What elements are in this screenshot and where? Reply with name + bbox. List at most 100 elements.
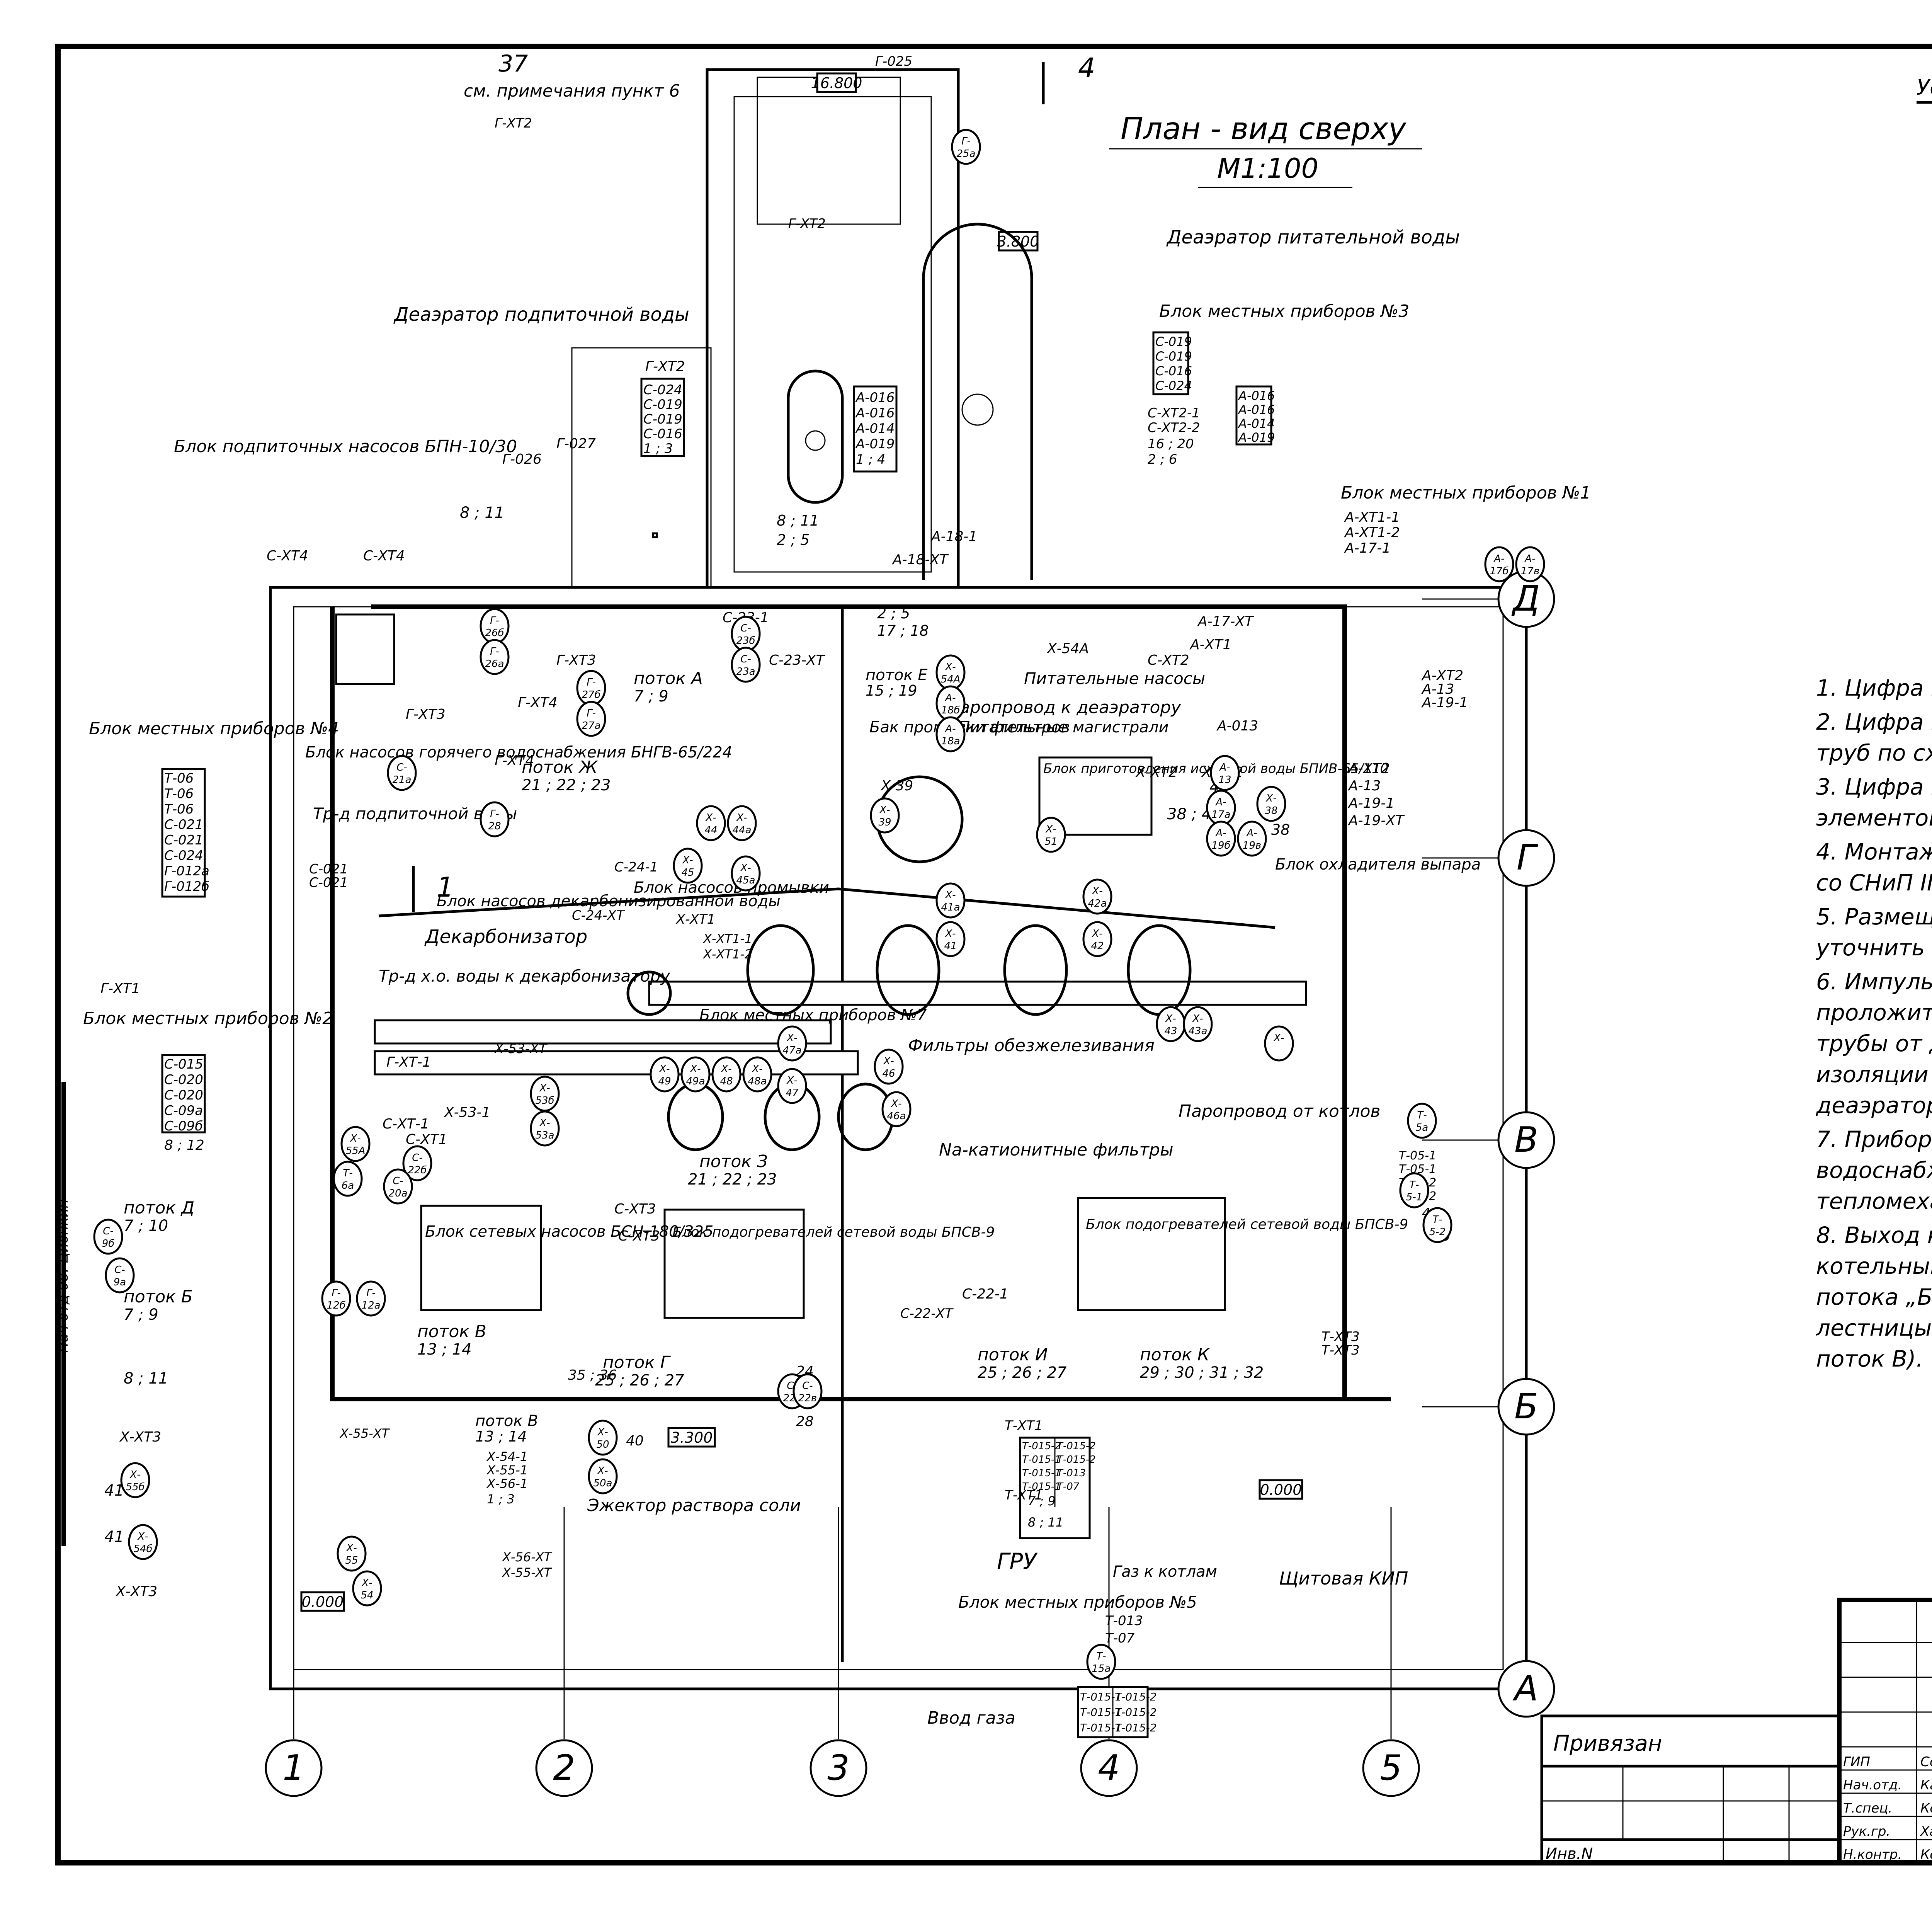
svg-text:Паропровод к деаэратору: Паропровод к деаэратору: [947, 698, 1181, 717]
svg-text:Х-: Х-: [890, 1098, 901, 1110]
svg-text:2: 2: [553, 1748, 575, 1788]
svg-text:8 ; 11: 8 ; 11: [777, 512, 819, 529]
position-bubble: Г-25а: [951, 129, 981, 165]
position-bubble: Х-55: [337, 1535, 367, 1572]
svg-text:А-: А-: [1215, 827, 1226, 839]
position-bubble: С-21а: [387, 755, 417, 791]
svg-text:Г-: Г-: [587, 708, 596, 719]
svg-text:Рук.гр.: Рук.гр.: [1843, 1824, 1890, 1839]
svg-text:С-015: С-015: [164, 1057, 203, 1072]
svg-text:Х-: Х-: [1165, 1013, 1176, 1025]
svg-text:18а: 18а: [941, 735, 960, 747]
svg-text:Г-: Г-: [490, 646, 499, 657]
label-deaerator-feed: Деаэратор питательной воды: [1166, 226, 1460, 248]
position-bubble: А-19б: [1206, 820, 1236, 857]
network-pump-tags: С-ХТ3 С-ХТ3 35 ; 36 8 ; 11 24 28 40: [124, 1201, 814, 1449]
svg-text:С-ХТ3: С-ХТ3: [614, 1201, 656, 1217]
svg-text:Блок сетевых насосов БСН-180/3: Блок сетевых насосов БСН-180/325: [425, 1223, 713, 1241]
svg-text:Т-013: Т-013: [1105, 1613, 1143, 1629]
svg-text:Тр-д х.о. воды к декарбонизато: Тр-д х.о. воды к декарбонизатору: [379, 967, 670, 985]
svg-text:А-: А-: [1524, 553, 1535, 565]
svg-text:19б: 19б: [1211, 840, 1230, 851]
svg-text:6а: 6а: [342, 1180, 354, 1191]
svg-text:Х-53-ХТ: Х-53-ХТ: [494, 1041, 548, 1057]
svg-text:А-17-ХТ: А-17-ХТ: [1197, 614, 1254, 630]
svg-text:21а: 21а: [392, 774, 411, 786]
svg-text:Т-015-1: Т-015-1: [1080, 1721, 1122, 1734]
note-item: 1. Цифра в кружке соответствует номеру п…: [1816, 675, 1932, 701]
svg-text:Г-ХТ3: Г-ХТ3: [556, 652, 596, 668]
svg-text:45а: 45а: [736, 875, 755, 886]
inv-label: Инв.N: [1546, 1845, 1593, 1863]
svg-text:С-ХТ3: С-ХТ3: [618, 1228, 660, 1244]
position-bubble: А-17а: [1206, 790, 1236, 826]
svg-text:Соловьев: Соловьев: [1920, 1754, 1932, 1770]
svg-text:Блок подогревателей сетевой во: Блок подогревателей сетевой воды БПСВ-9: [1086, 1217, 1408, 1232]
svg-text:Нач.отд.: Нач.отд.: [1843, 1777, 1902, 1793]
svg-text:Г-: Г-: [490, 615, 499, 626]
position-bubble: Х-41а: [935, 882, 966, 919]
svg-text:Ввод газа: Ввод газа: [927, 1708, 1015, 1728]
svg-text:Блок подогревателей сетевой во: Блок подогревателей сетевой воды БПСВ-9: [672, 1224, 995, 1240]
position-bubble: Х-47: [777, 1068, 807, 1104]
svg-text:5а: 5а: [1416, 1122, 1428, 1134]
position-bubble: С-22б: [402, 1145, 432, 1181]
position-bubble: Г-26б: [480, 608, 510, 644]
svg-text:С-ХТ-1: С-ХТ-1: [383, 1116, 429, 1132]
svg-text:21 ; 22 ; 23: 21 ; 22 ; 23: [688, 1171, 777, 1188]
svg-text:Х-: Х-: [740, 862, 751, 874]
position-bubble: С-23а: [731, 647, 761, 683]
svg-text:Г-026: Г-026: [502, 451, 542, 467]
svg-text:А-013: А-013: [1216, 718, 1258, 734]
svg-text:8 ; 11: 8 ; 11: [1028, 1515, 1063, 1530]
svg-text:поток Б: поток Б: [124, 1287, 193, 1307]
svg-text:48а: 48а: [748, 1076, 767, 1087]
svg-text:поток К: поток К: [1140, 1345, 1210, 1365]
svg-text:А-: А-: [944, 723, 956, 735]
svg-text:Х-55-ХТ: Х-55-ХТ: [339, 1426, 390, 1441]
svg-text:18б: 18б: [941, 705, 960, 716]
svg-text:Щитовая КИП: Щитовая КИП: [1279, 1568, 1408, 1589]
position-bubble: Х-38: [1256, 786, 1286, 822]
svg-text:38: 38: [1271, 821, 1290, 838]
position-bubble: А-17б: [1484, 546, 1514, 582]
svg-text:С-: С-: [802, 1380, 813, 1392]
axis-1: 1: [265, 1739, 323, 1797]
svg-text:С-ХТ2-2: С-ХТ2-2: [1148, 420, 1200, 436]
position-bubble: Х-49: [650, 1056, 680, 1093]
position-bubble: Х-44: [696, 805, 726, 841]
svg-text:Х-: Х-: [1273, 1032, 1284, 1044]
note-item: 5. Размещение приборов и потоков электри…: [1816, 904, 1932, 961]
tag-stack-c: С-024 С-019 С-019 С-016 1 ; 3: [640, 378, 685, 457]
svg-text:Т-015-1: Т-015-1: [1022, 1481, 1061, 1493]
svg-text:В: В: [1514, 1120, 1538, 1160]
svg-text:А-: А-: [1215, 797, 1226, 808]
block1-stack: А-016 А-016 А-014 А-019: [1235, 385, 1275, 446]
svg-text:28: 28: [796, 1414, 814, 1430]
svg-text:А-: А-: [1219, 762, 1230, 773]
svg-text:Х-: Х-: [689, 1063, 701, 1075]
svg-text:Х-ХТ1: Х-ХТ1: [675, 912, 715, 927]
svg-text:С-: С-: [740, 654, 751, 665]
gru-stack: Т-015-2 Т-015-2 Т-015-1 Т-015-2 Т-015-1 …: [1005, 1418, 1096, 1539]
block4-stack: Т-06 Т-06 Т-06 С-021 С-021 С-024 Г-012а …: [161, 768, 209, 898]
legend-title: Условные графические обозначения: [1917, 75, 1932, 100]
svg-text:2 ; 6: 2 ; 6: [1148, 452, 1177, 467]
svg-text:Т-: Т-: [1409, 1179, 1419, 1191]
svg-text:Блок насосов промывки: Блок насосов промывки: [634, 879, 829, 897]
svg-text:40: 40: [626, 1433, 644, 1449]
bottom-left-tags: Х-ХТ3 Х-55-ХТ Х-54-1 Х-55-1 Х-56-1 1 ; 3…: [104, 1426, 553, 1600]
svg-text:С-22-ХТ: С-22-ХТ: [900, 1306, 954, 1321]
svg-text:41а: 41а: [941, 902, 960, 913]
tag-stack-a: А-016 А-016 А-014 А-019 1 ; 4: [853, 385, 898, 473]
position-bubble: Т-6а: [333, 1161, 363, 1197]
svg-text:А-016: А-016: [855, 390, 895, 405]
svg-text:С-020: С-020: [164, 1088, 203, 1103]
svg-text:35 ; 36: 35 ; 36: [568, 1367, 617, 1383]
svg-text:Х-: Х-: [1192, 1013, 1203, 1025]
svg-text:23б: 23б: [736, 635, 755, 647]
svg-text:Т-015-2: Т-015-2: [1022, 1440, 1061, 1452]
svg-text:43: 43: [1164, 1025, 1177, 1037]
svg-text:Х-55-ХТ: Х-55-ХТ: [502, 1565, 553, 1580]
axis-2: 2: [535, 1739, 593, 1797]
